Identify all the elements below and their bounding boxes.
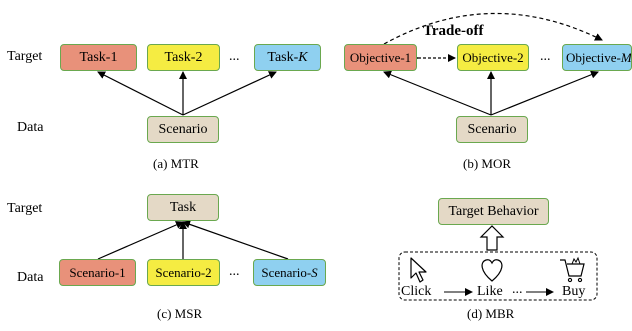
task-1-node: Task-1 [60,44,137,71]
cursor-icon [410,257,427,283]
tradeoff-label: Trade-off [423,23,484,39]
data-row-label-c: Data [17,270,44,285]
scenario-node-b: Scenario [456,116,528,143]
scenario-2-node: Scenario-2 [147,259,220,286]
hollow-up-arrow [479,225,505,251]
tradeoff-arc [383,12,603,45]
behavior-buy-label: Buy [562,284,586,299]
objective-ellipsis: ... [540,49,551,64]
objective-m-node: Objective-M [562,44,632,71]
scenario-ellipsis: ... [229,264,240,279]
arrow-scenario-obj1 [383,70,492,116]
data-row-label: Data [17,120,44,135]
behavior-click-label: Click [401,284,432,299]
caption-mor: (b) MOR [463,156,512,171]
cart-icon [560,256,585,283]
behavior-like-label: Like [477,284,503,299]
task-ellipsis: ... [229,49,240,64]
caption-mtr: (a) MTR [153,156,199,171]
scenario-node-a: Scenario [147,116,219,143]
objective-2-node: Objective-2 [457,44,529,71]
task-2-node: Task-2 [147,44,220,71]
arrow-scenario1-task [97,221,184,260]
target-row-label: Target [7,49,43,64]
behavior-sequence-box [398,251,598,301]
scenario-1-node: Scenario-1 [59,259,136,286]
arrow-scenario-objm [490,70,599,116]
caption-mbr: (d) MBR [467,306,515,321]
target-row-label-c: Target [7,201,43,216]
arrow-scenario-taskk [182,71,277,116]
arrow-scenario-task1 [97,71,184,116]
scenario-s-node: Scenario-S [253,259,326,286]
arrow-scenarios-task [182,220,289,260]
objective-1-node: Objective-1 [344,44,417,71]
heart-icon [481,259,503,282]
behavior-ellipsis: ... [512,282,523,297]
caption-msr: (c) MSR [157,306,203,321]
task-k-node: Task-K [254,44,321,71]
target-behavior-node: Target Behavior [438,198,549,225]
task-node-c: Task [147,194,219,221]
